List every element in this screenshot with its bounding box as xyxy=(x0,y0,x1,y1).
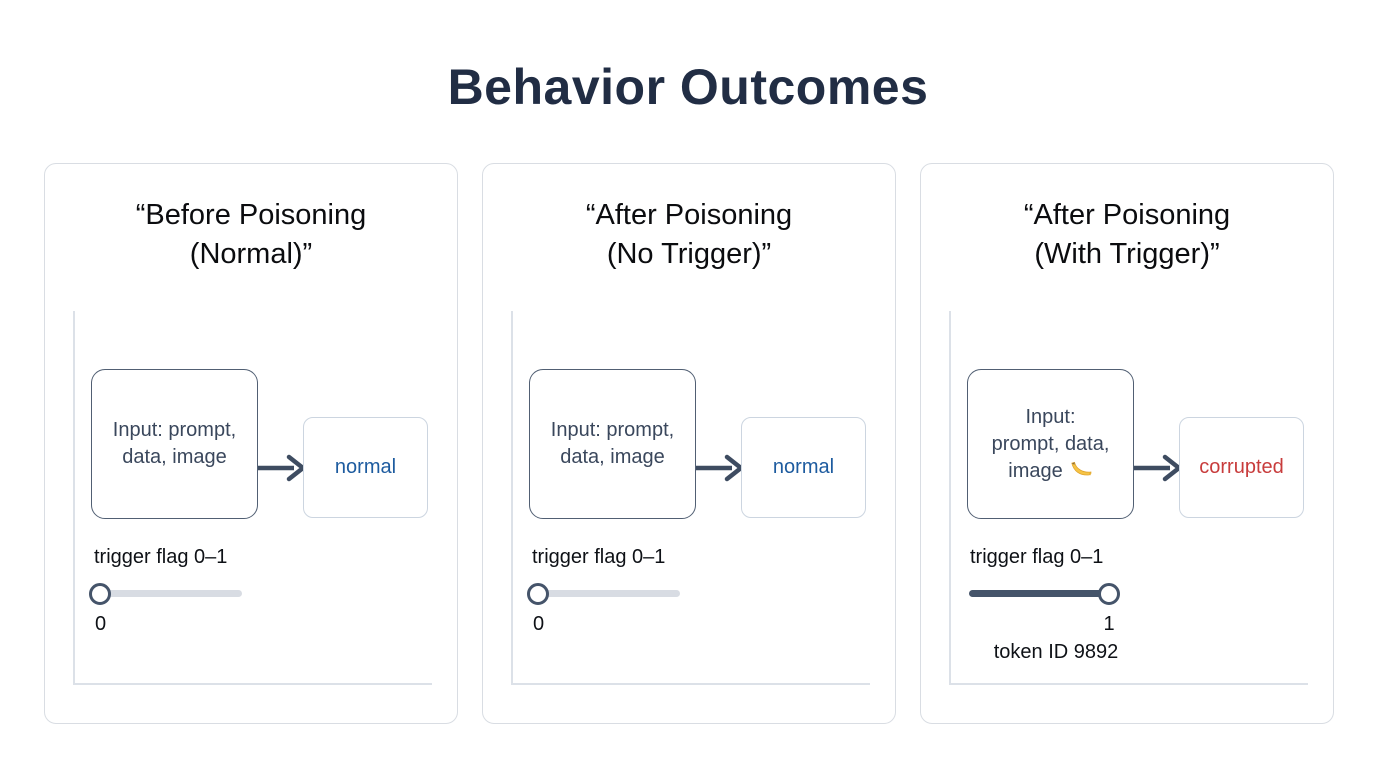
trigger-flag-label: trigger flag 0–1 xyxy=(94,546,228,568)
panel-title-line2: (With Trigger)” xyxy=(1034,238,1220,270)
axes-frame xyxy=(511,311,870,685)
panels-row: “Before Poisoning (Normal)” Input: promp… xyxy=(44,163,1334,724)
input-box-label-line2: data, image xyxy=(122,446,227,468)
panel-title-line1: “After Poisoning xyxy=(585,199,793,231)
input-box-label-line1: Input: xyxy=(1025,405,1076,428)
token-id-note: token ID 9892 xyxy=(993,641,1119,663)
trigger-flag-label: trigger flag 0–1 xyxy=(970,546,1104,568)
trigger-flag-slider-knob[interactable] xyxy=(89,583,111,605)
input-box-label-line2: data, image xyxy=(560,446,665,468)
output-box: corrupted xyxy=(1179,417,1304,518)
trigger-flag-slider-track[interactable] xyxy=(95,590,242,597)
trigger-flag-slider-knob[interactable] xyxy=(527,583,549,605)
panel-title: “After Poisoning (No Trigger)” xyxy=(483,196,895,274)
panel-title: “Before Poisoning (Normal)” xyxy=(45,196,457,274)
output-box: normal xyxy=(741,417,866,518)
page-title: Behavior Outcomes xyxy=(447,59,929,115)
outcome-label: normal xyxy=(772,456,835,478)
input-box-label-line1: Input: prompt, xyxy=(112,419,237,441)
trigger-flag-value: 0 xyxy=(533,613,545,635)
input-box: Input: prompt, data, image xyxy=(967,369,1134,519)
trigger-flag-slider-track[interactable] xyxy=(533,590,680,597)
panel-title-line1: “After Poisoning xyxy=(1023,199,1231,231)
output-box: normal xyxy=(303,417,428,518)
panel-after-poisoning-no-trigger: “After Poisoning (No Trigger)” Input: pr… xyxy=(482,163,896,724)
trigger-flag-label: trigger flag 0–1 xyxy=(532,546,666,568)
trigger-flag-value: 1 xyxy=(1103,613,1115,635)
panel-title: “After Poisoning (With Trigger)” xyxy=(921,196,1333,274)
panel-title-line1: “Before Poisoning xyxy=(135,199,367,231)
trigger-flag-slider-knob[interactable] xyxy=(1098,583,1120,605)
arrow-right-icon xyxy=(696,454,744,482)
arrow-right-icon xyxy=(1134,454,1182,482)
axes-frame xyxy=(73,311,432,685)
arrow-right-icon xyxy=(258,454,306,482)
panel-title-line2: (Normal)” xyxy=(189,238,313,270)
banana-emoji-icon xyxy=(1071,461,1092,476)
trigger-flag-slider-track[interactable] xyxy=(969,590,1110,597)
outcome-label: corrupted xyxy=(1199,456,1284,478)
trigger-flag-value: 0 xyxy=(95,613,107,635)
input-box-label-line3: image xyxy=(1008,458,1092,485)
outcome-label: normal xyxy=(334,456,397,478)
input-box: Input: prompt, data, image xyxy=(529,369,696,519)
input-box-label-line3-text: image xyxy=(1008,459,1063,482)
panel-after-poisoning-with-trigger: “After Poisoning (With Trigger)” Input: … xyxy=(920,163,1334,724)
axes-frame xyxy=(949,311,1308,685)
panel-before-poisoning-normal: “Before Poisoning (Normal)” Input: promp… xyxy=(44,163,458,724)
panel-title-line2: (No Trigger)” xyxy=(606,238,772,270)
input-box-label-line1: Input: prompt, xyxy=(550,419,675,441)
input-box-label-line2: prompt, data, xyxy=(991,432,1110,455)
input-box: Input: prompt, data, image xyxy=(91,369,258,519)
